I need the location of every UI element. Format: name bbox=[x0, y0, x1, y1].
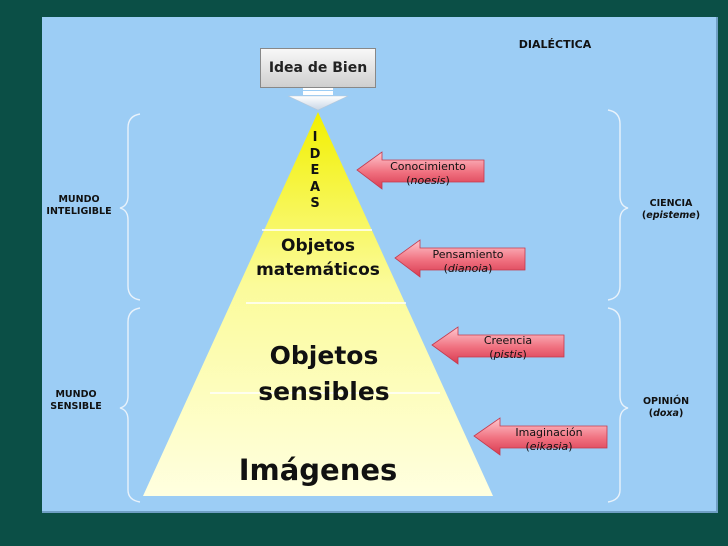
arrow-label-text: Conocimiento bbox=[390, 160, 466, 173]
arrow-label-creencia: Creencia (pistis) bbox=[468, 334, 548, 362]
ideas-letter: I bbox=[312, 130, 318, 145]
arrow-label-conocimiento: Conocimiento (noesis) bbox=[385, 160, 471, 188]
arrow-label-imaginacion: Imaginación (eikasia) bbox=[506, 426, 592, 454]
arrow-label-sub: dianoia bbox=[447, 262, 489, 275]
right-brace-science bbox=[607, 109, 629, 301]
level-mathematical-line: matemáticos bbox=[256, 260, 380, 280]
side-label-line: OPINIÓN bbox=[642, 396, 690, 407]
level-mathematical-objects: Objetos matemáticos bbox=[248, 234, 388, 282]
ideas-letter: E bbox=[310, 163, 320, 178]
arrow-pensamiento bbox=[394, 239, 526, 278]
left-brace-intelligible bbox=[119, 113, 141, 301]
ciencia-label: CIENCIA (episteme) bbox=[634, 198, 708, 222]
arrow-label-sub: noesis bbox=[410, 174, 446, 187]
ideas-letter: D bbox=[309, 146, 321, 162]
side-label-line: MUNDO bbox=[55, 389, 97, 400]
side-label-line: SENSIBLE bbox=[50, 401, 102, 412]
side-label-sub: doxa bbox=[653, 408, 679, 419]
arrow-label-text: Creencia bbox=[483, 334, 533, 347]
level-sensible-line: Objetos bbox=[269, 341, 379, 370]
side-label-sub: episteme bbox=[646, 210, 696, 221]
arrow-imaginacion bbox=[473, 417, 608, 456]
dialectica-title: DIALÉCTICA bbox=[518, 38, 592, 51]
arrow-conocimiento bbox=[356, 151, 485, 190]
pyramid bbox=[143, 112, 493, 496]
side-label-line: INTELIGIBLE bbox=[46, 206, 112, 217]
ideas-letter: A bbox=[309, 179, 321, 195]
opinion-label: OPINIÓN (doxa) bbox=[634, 396, 698, 420]
right-brace-opinion bbox=[607, 307, 629, 503]
arrow-label-pensamiento: Pensamiento (dianoia) bbox=[423, 248, 513, 276]
ideas-letter: S bbox=[310, 196, 320, 211]
idea-de-bien-box: Idea de Bien bbox=[260, 48, 376, 88]
arrow-label-text: Imaginación bbox=[515, 426, 583, 439]
arrow-creencia bbox=[431, 326, 565, 365]
arrow-label-text: Pensamiento bbox=[432, 248, 504, 261]
level-mathematical-line: Objetos bbox=[281, 236, 355, 256]
side-label-line: CIENCIA bbox=[649, 198, 693, 209]
down-arrow-icon bbox=[287, 86, 349, 111]
mundo-inteligible-label: MUNDO INTELIGIBLE bbox=[46, 194, 112, 218]
arrow-label-sub: pistis bbox=[493, 348, 523, 361]
idea-de-bien-label: Idea de Bien bbox=[268, 60, 368, 76]
ideas-vertical-label: I D E A S bbox=[300, 130, 330, 213]
left-brace-sensible bbox=[119, 307, 141, 503]
level-sensible-line: sensibles bbox=[258, 377, 390, 406]
mundo-sensible-label: MUNDO SENSIBLE bbox=[46, 389, 106, 413]
level-sensible-objects: Objetos sensibles bbox=[238, 338, 410, 410]
side-label-line: MUNDO bbox=[58, 194, 100, 205]
level-images: Imágenes bbox=[238, 453, 398, 487]
arrow-label-sub: eikasia bbox=[529, 440, 569, 453]
